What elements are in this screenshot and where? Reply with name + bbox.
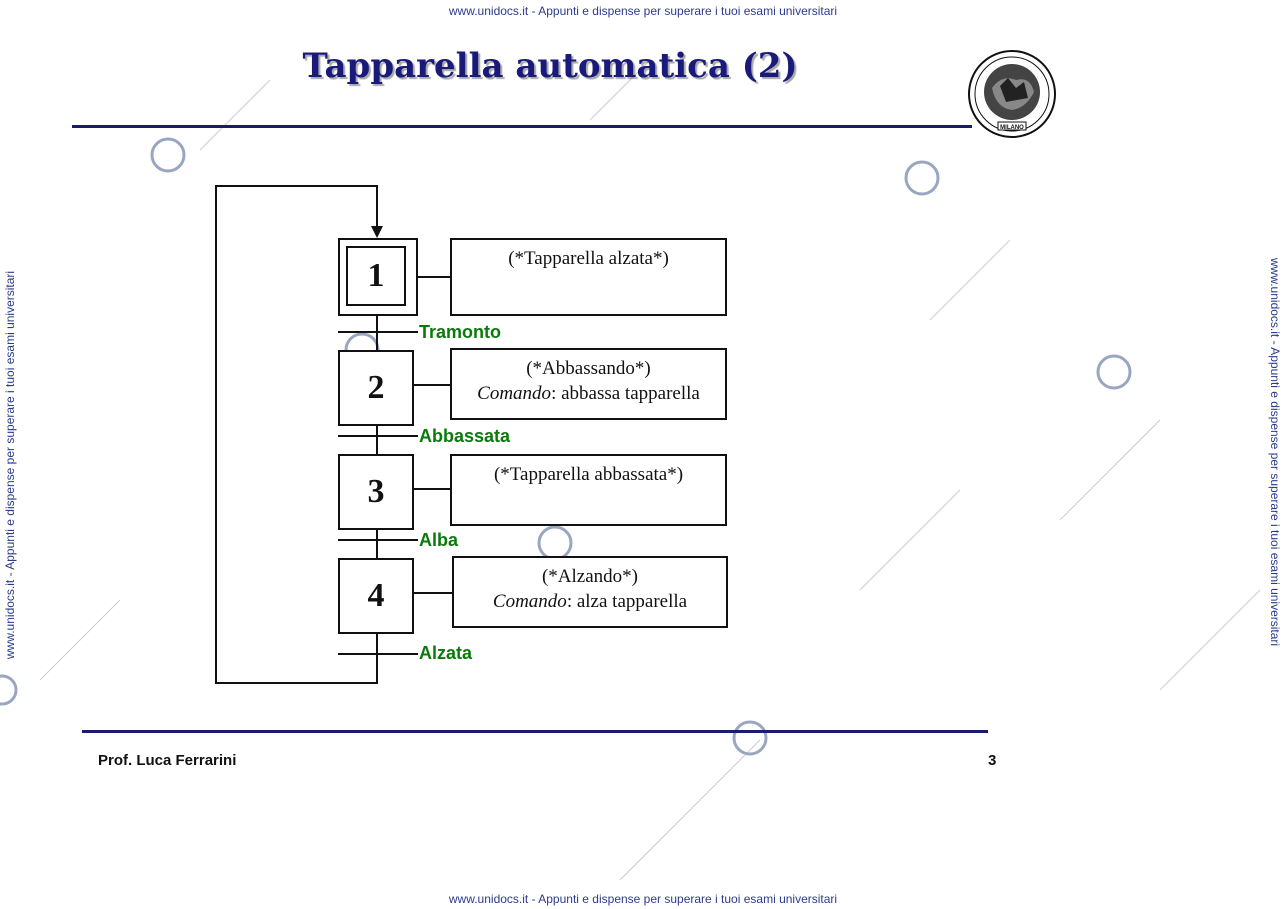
- action-4-command: Comando: alza tapparella: [454, 589, 726, 614]
- watermark-top: www.unidocs.it - Appunti e dispense per …: [448, 4, 838, 18]
- title-rule: [72, 125, 972, 128]
- watermark-bottom: www.unidocs.it - Appunti e dispense per …: [448, 892, 838, 906]
- watermark-stroke: [859, 489, 961, 591]
- transition-label-3: Alba: [419, 530, 459, 550]
- transition-label-4: Alzata: [419, 643, 473, 663]
- action-2-command-keyword: Comando: [477, 383, 552, 404]
- watermark-logo-icon: [732, 720, 768, 756]
- footer-author: Prof. Luca Ferrarini: [98, 752, 237, 769]
- loop-back-line: [215, 185, 378, 684]
- action-box-2: (*Abbassando*) Comando: abbassa tapparel…: [450, 348, 727, 420]
- watermark-logo-icon: [0, 674, 18, 706]
- watermark-stroke: [39, 599, 121, 681]
- step-2: 2: [338, 350, 414, 426]
- step-1-inner-box: [346, 246, 406, 306]
- footer-page-number: 3: [988, 752, 997, 769]
- action-4-command-text: : alza tapparella: [566, 591, 688, 612]
- transition-label-2: Abbassata: [419, 426, 511, 446]
- transition-label-1: Tramonto: [419, 322, 502, 342]
- footer-rule: [82, 730, 988, 733]
- action-3-comment: (*Tapparella abbassata*): [493, 464, 684, 485]
- action-2-command-text: : abbassa tapparella: [551, 383, 700, 404]
- university-seal-icon: MILANO: [968, 50, 1056, 138]
- watermark-logo-icon: [904, 160, 940, 196]
- watermark-stroke: [589, 59, 651, 121]
- watermark-logo-icon: [150, 137, 186, 173]
- action-4-comment: (*Alzando*): [541, 566, 639, 587]
- loop-arrow-icon: [371, 226, 383, 238]
- action-2-comment: (*Abbassando*): [526, 358, 651, 379]
- watermark-stroke: [199, 79, 271, 151]
- action-box-3: (*Tapparella abbassata*): [450, 454, 727, 526]
- action-box-4: (*Alzando*) Comando: alza tapparella: [452, 556, 728, 628]
- watermark-stroke: [619, 739, 761, 881]
- step-1-number: 1: [367, 257, 385, 294]
- slide-title: Tapparella automatica (2): [302, 46, 798, 86]
- watermark-logo-icon: [1096, 354, 1132, 390]
- action-box-1: (*Tapparella alzata*): [450, 238, 727, 316]
- step-3: 3: [338, 454, 414, 530]
- action-2-command: Comando: abbassa tapparella: [452, 381, 725, 406]
- seal-text: MILANO: [1000, 125, 1024, 131]
- action-1-comment: (*Tapparella alzata*): [508, 248, 669, 269]
- step-4: 4: [338, 558, 414, 634]
- action-4-command-keyword: Comando: [492, 591, 567, 612]
- watermark-stroke: [1059, 419, 1161, 521]
- watermark-stroke: [929, 239, 1011, 321]
- watermark-stroke: [1159, 589, 1261, 691]
